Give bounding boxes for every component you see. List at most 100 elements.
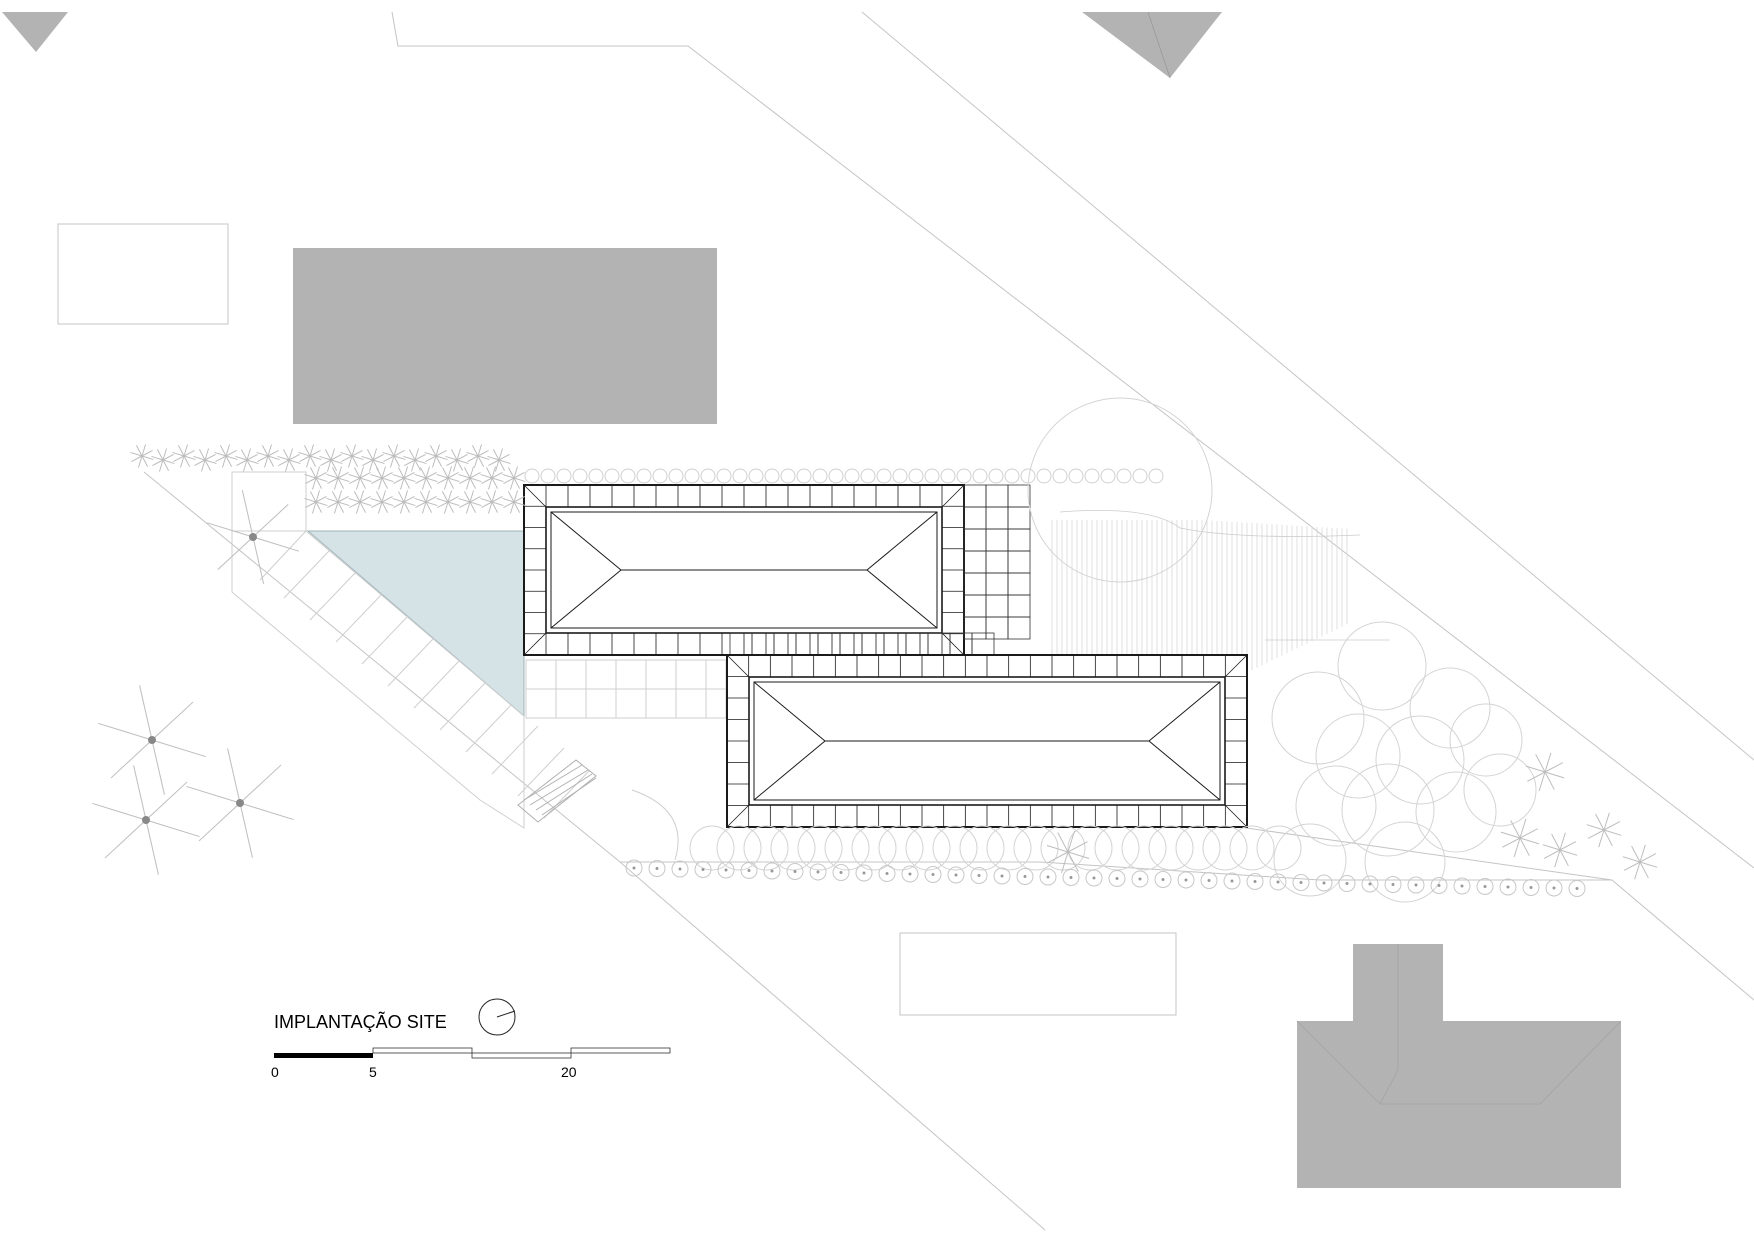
pergola-cell <box>963 484 987 508</box>
shrub <box>466 444 490 468</box>
hedge-shrub <box>540 468 556 484</box>
tree-branch <box>239 802 253 858</box>
tree-branch <box>221 455 227 468</box>
shrub <box>480 490 504 514</box>
small-tree <box>625 859 643 877</box>
small-tree-trunk <box>1207 879 1211 882</box>
tree-branch <box>498 453 510 461</box>
shrub <box>235 448 259 472</box>
hedge-shrub <box>588 468 604 484</box>
tree-branch <box>393 455 401 467</box>
tree-branch <box>410 459 416 472</box>
small-tree <box>1269 873 1287 891</box>
small-tree-trunk <box>1276 880 1280 884</box>
tree-branch <box>381 501 389 513</box>
tree-branch <box>507 467 515 479</box>
shrub <box>436 466 460 490</box>
pergola-cell <box>1007 506 1031 530</box>
tree-branch <box>1067 841 1088 853</box>
tree-branch <box>1057 832 1069 853</box>
tree-branch <box>1559 832 1566 851</box>
tree-branch <box>156 449 164 461</box>
tree-branch <box>429 445 437 457</box>
pergola-cell <box>985 572 1009 596</box>
tree-branch <box>227 748 241 804</box>
tree-branch <box>452 459 458 472</box>
small-tree <box>1499 878 1517 896</box>
small-tree <box>809 863 827 881</box>
tree-branch <box>204 453 216 461</box>
tree-branch <box>403 455 416 461</box>
tree-branch <box>397 467 405 479</box>
building-block-2 <box>726 654 1248 828</box>
small-tree-trunk <box>1046 875 1050 879</box>
tree-branch <box>351 449 363 457</box>
small-tree <box>878 865 896 882</box>
tree-branch <box>465 501 471 514</box>
tree-branch <box>425 466 431 479</box>
hedge-shrub <box>908 468 924 484</box>
tree-branch <box>315 495 327 503</box>
tree-branch <box>172 451 185 457</box>
tree-branch <box>491 501 504 507</box>
tree-branch <box>1525 765 1546 773</box>
hedge-shrub <box>1148 468 1164 484</box>
tree-branch <box>1639 853 1657 863</box>
tree-branch <box>267 455 280 461</box>
tree-branch <box>403 477 416 483</box>
roof-hip-line <box>866 569 938 629</box>
tree-branch <box>277 455 290 461</box>
tree-branch <box>414 473 427 479</box>
small-tree-trunk <box>1460 884 1464 888</box>
tree-branch <box>353 467 361 479</box>
tree-branch <box>282 449 290 461</box>
small-tree-trunk <box>701 868 705 871</box>
shrub <box>1525 752 1565 792</box>
tree-branch <box>337 495 349 503</box>
hedge-shrub <box>556 468 572 484</box>
tree-branch <box>447 477 460 483</box>
shrub <box>414 490 438 514</box>
tree-branch <box>298 451 311 457</box>
pergola-cell <box>1007 484 1031 508</box>
corner-marker-right <box>1082 12 1222 78</box>
tree-branch <box>1639 861 1649 879</box>
small-tree <box>1016 868 1034 885</box>
pergola-cell <box>963 528 987 552</box>
shrub <box>424 444 448 468</box>
tree-branch <box>447 495 459 503</box>
tree-branch <box>403 501 416 507</box>
tree-branch <box>381 495 393 503</box>
shrub <box>502 490 526 514</box>
tree-branch <box>359 477 367 489</box>
tree-canopy <box>743 825 789 871</box>
tree-branch <box>225 444 231 457</box>
shrub <box>403 448 427 472</box>
tree-trunk <box>148 736 156 744</box>
tree-branch <box>225 449 237 457</box>
tree-branch <box>1544 762 1563 773</box>
tree-branch <box>491 471 503 479</box>
tree-branch <box>436 497 449 503</box>
hedge-shrub <box>876 468 892 484</box>
tree-branch <box>383 455 395 463</box>
tree-branch <box>331 491 339 503</box>
tree-branch <box>381 477 394 483</box>
tree-canopy <box>1463 753 1537 827</box>
tree-branch <box>337 471 349 479</box>
pergola-cell <box>963 616 987 640</box>
tree-branch <box>492 449 500 461</box>
tree-branch <box>1623 861 1641 871</box>
tree-branch <box>1622 856 1641 863</box>
tree-canopy <box>1256 825 1302 871</box>
tree-branch <box>246 459 254 471</box>
small-tree-trunk <box>839 871 843 874</box>
tree-branch <box>415 477 427 485</box>
tree-branch <box>485 467 493 479</box>
tree-branch <box>437 477 449 485</box>
shrub <box>319 448 343 472</box>
tree-branch <box>252 536 300 552</box>
corner-line <box>726 654 750 678</box>
hedge-shrub <box>652 468 668 484</box>
small-tree <box>1338 875 1356 892</box>
